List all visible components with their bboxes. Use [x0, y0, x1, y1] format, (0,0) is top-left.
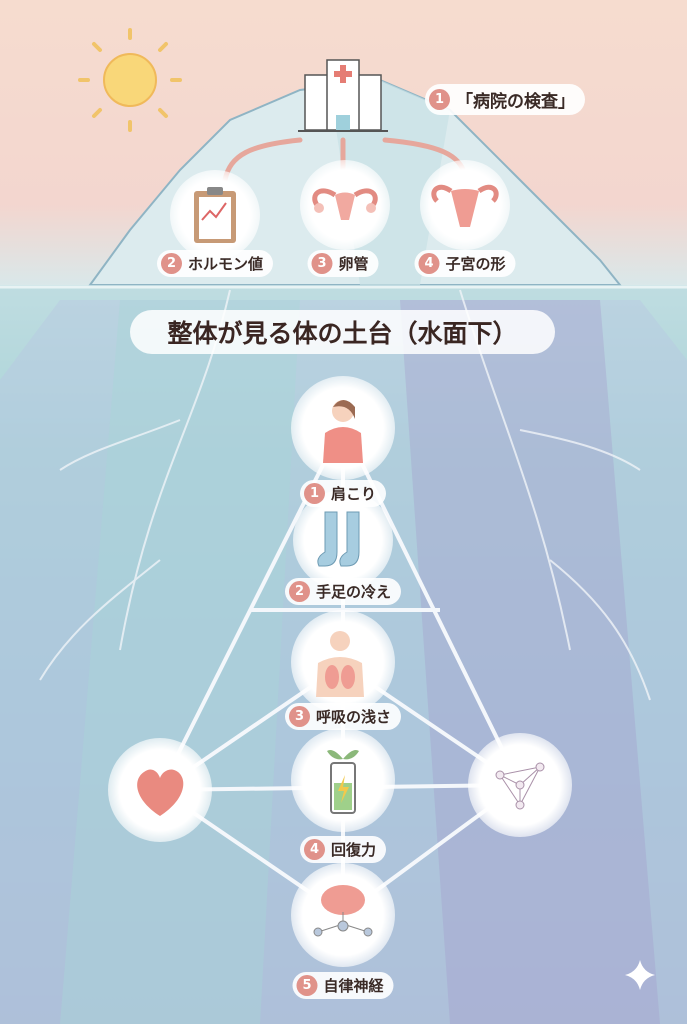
hospital-exam-label: 1「病院の検査」 [425, 84, 585, 115]
brain-nerve-icon [291, 863, 395, 967]
hospital-icon [298, 59, 388, 132]
uterus-icon [420, 160, 510, 250]
network-icon [468, 733, 572, 837]
sun-icon [78, 28, 182, 132]
section-title: 整体が見る体の土台（水面下） [130, 310, 555, 354]
fallopian-tube-icon [300, 160, 390, 250]
clipboard-icon [170, 170, 260, 260]
shoulder-pain-icon [291, 376, 395, 480]
battery-recovery-icon [291, 728, 395, 832]
heart-icon [108, 738, 212, 842]
breathing-icon [291, 610, 395, 714]
sparkle-icon [625, 960, 655, 990]
